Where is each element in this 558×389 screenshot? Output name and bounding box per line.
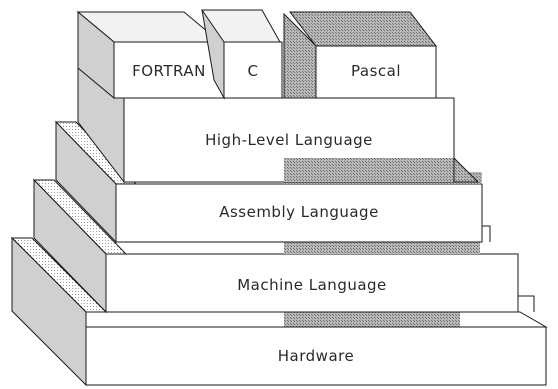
block-pascal	[283, 11, 438, 99]
layer-machine-label: Machine Language	[237, 276, 387, 294]
layer-hardware	[10, 236, 548, 387]
block-pascal-face	[315, 45, 437, 99]
layer-machine-shade	[284, 242, 480, 254]
block-c	[201, 9, 283, 100]
layer-highlevel-shade	[284, 158, 454, 182]
block-c-label: C	[247, 62, 259, 80]
layer-assembly-bracket	[482, 225, 491, 242]
layer-machine-bracket	[518, 295, 535, 312]
layer-hardware-face	[85, 326, 547, 386]
layer-hardware-shade	[284, 312, 460, 327]
block-fortran-label: FORTRAN	[132, 62, 206, 80]
layer-high-level-label: High-Level Language	[205, 131, 373, 149]
layer-machine-language	[32, 178, 535, 314]
layer-machine-face	[105, 253, 519, 313]
layer-highlevel-shade-edge	[453, 156, 480, 183]
block-c-face	[223, 41, 283, 99]
block-pascal-label: Pascal	[351, 62, 401, 80]
block-fortran-face	[113, 41, 225, 99]
layer-assembly-label: Assembly Language	[219, 203, 379, 221]
layer-assembly-face	[115, 183, 483, 243]
layer-hardware-label: Hardware	[277, 347, 355, 365]
block-fortran	[76, 10, 225, 100]
block-pascal-top	[288, 11, 438, 47]
